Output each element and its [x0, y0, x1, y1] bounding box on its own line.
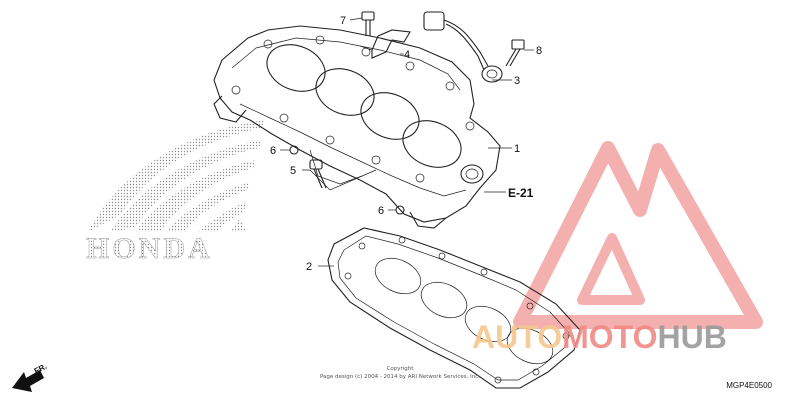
copyright-line: Page design (c) 2004 - 2014 by ARI Netwo… [320, 374, 480, 380]
knock-sensor [423, 11, 503, 83]
callout-1: 1 [514, 143, 520, 155]
cylinder-gasket [327, 227, 581, 389]
callout-6-lower: 6 [378, 205, 384, 217]
callout-4: 4 [404, 49, 410, 61]
watermark-wordmark: AUTOMOTOHUB [472, 319, 727, 355]
callout-2: 2 [306, 261, 312, 273]
watermark-emblem [513, 141, 763, 329]
wire-bracket [359, 29, 411, 59]
bolt-7 [361, 11, 375, 36]
callout-8: 8 [536, 45, 542, 57]
bolt-8 [505, 39, 525, 67]
copyright-title: Copyright [387, 366, 415, 372]
dowel-pins [289, 145, 405, 215]
callout-7: 7 [340, 15, 346, 27]
leader-lines [280, 17, 534, 267]
direction-label: FR. [33, 362, 49, 376]
honda-wing-logo [88, 120, 265, 232]
cylinder-block [213, 25, 501, 229]
reference-label: E-21 [508, 186, 534, 200]
callout-6-upper: 6 [270, 145, 276, 157]
callout-3: 3 [514, 75, 520, 87]
front-direction-arrow [12, 370, 44, 392]
diagram-code: MGP4E0500 [726, 381, 772, 390]
callout-5: 5 [290, 165, 296, 177]
honda-logo-text: HONDA [86, 232, 213, 265]
